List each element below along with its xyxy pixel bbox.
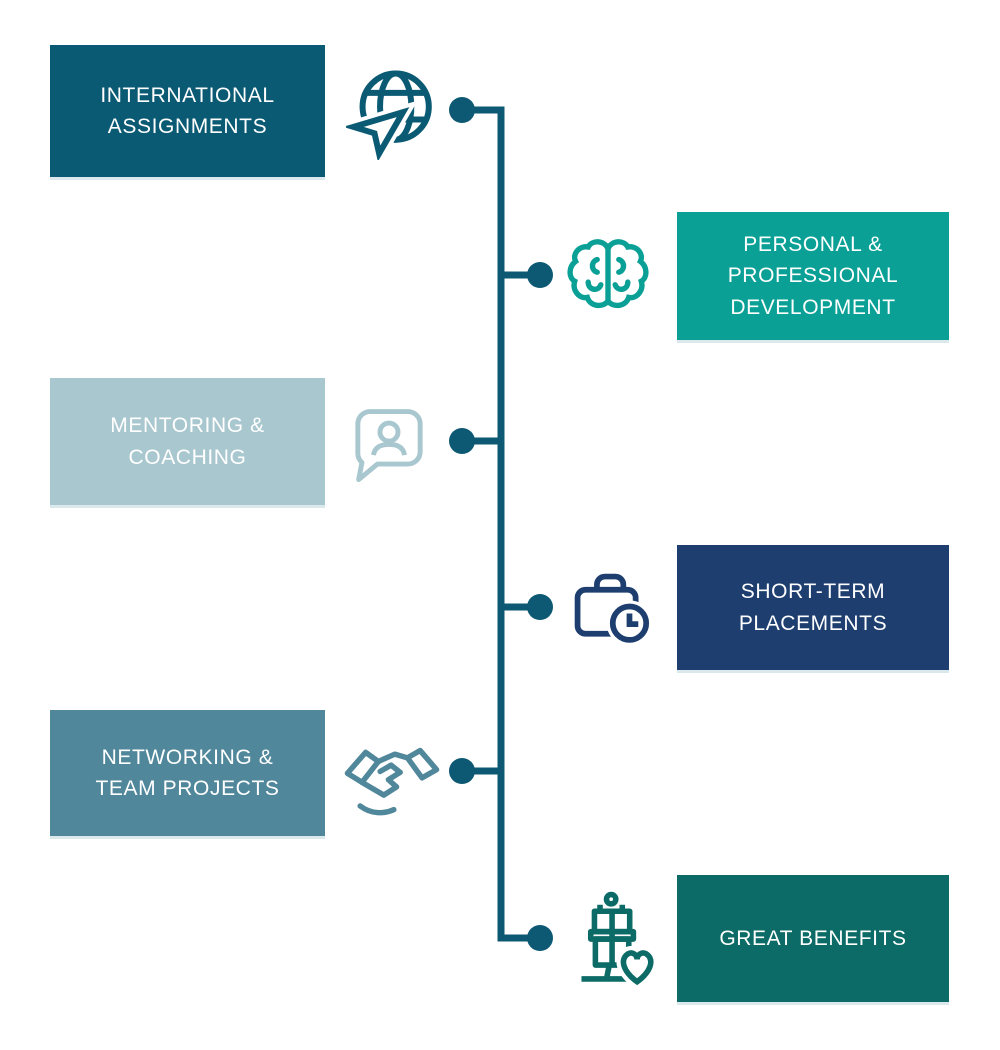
timeline-node-dot	[449, 758, 475, 784]
timeline-node-dot	[449, 428, 475, 454]
timeline-item-box-great-benefits: GREAT BENEFITS	[677, 875, 949, 1002]
timeline-node-dots	[449, 97, 553, 951]
globe-plane-icon	[346, 68, 438, 160]
timeline-item-box-networking-team-projects: NETWORKING & TEAM PROJECTS	[50, 710, 325, 836]
timeline-item-box-personal-professional-development: PERSONAL & PROFESSIONAL DEVELOPMENT	[677, 212, 949, 340]
timeline-item-label: NETWORKING & TEAM PROJECTS	[95, 745, 280, 801]
chat-person-icon	[348, 404, 430, 488]
timeline-item-label: INTERNATIONAL ASSIGNMENTS	[100, 83, 275, 139]
timeline-spine	[462, 106, 540, 942]
timeline-node-dot	[527, 262, 553, 288]
timeline-node-dot	[527, 594, 553, 620]
timeline-item-box-mentoring-coaching: MENTORING & COACHING	[50, 378, 325, 505]
timeline-node-dot	[527, 925, 553, 951]
timeline-item-label: PERSONAL & PROFESSIONAL DEVELOPMENT	[727, 232, 899, 319]
timeline-node-dot	[449, 97, 475, 123]
gift-stand-heart-icon	[566, 889, 660, 991]
briefcase-clock-icon	[566, 566, 656, 654]
timeline-item-box-international-assignments: INTERNATIONAL ASSIGNMENTS	[50, 45, 325, 177]
timeline-item-box-short-term-placements: SHORT-TERM PLACEMENTS	[677, 545, 949, 670]
handshake-icon	[342, 733, 442, 819]
timeline-item-label: MENTORING & COACHING	[110, 414, 265, 469]
timeline-item-label: GREAT BENEFITS	[719, 926, 907, 950]
brain-icon	[563, 229, 653, 319]
timeline-item-label: SHORT-TERM PLACEMENTS	[738, 580, 888, 635]
